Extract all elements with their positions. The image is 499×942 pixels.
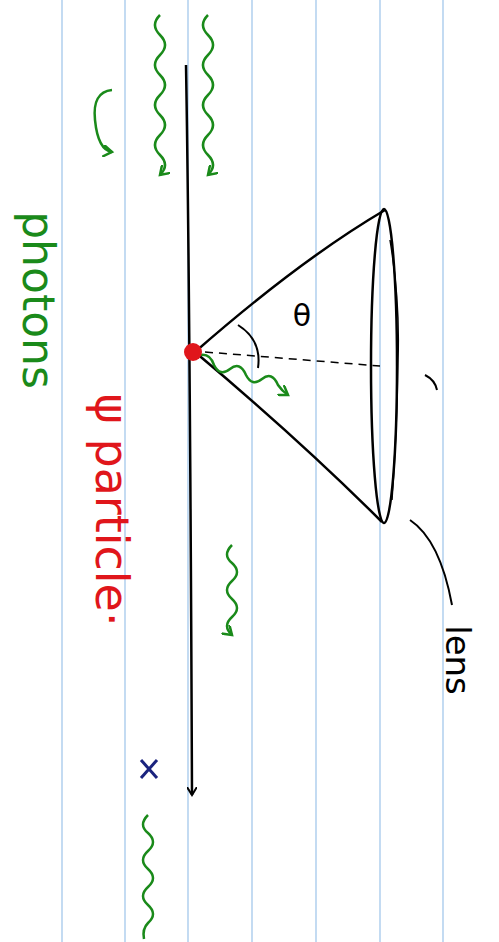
cone [195,209,398,523]
particle-track [186,65,192,795]
lens-leader-tick [425,375,437,390]
angle-label: θ [293,301,311,331]
photons-label: photons [16,211,60,389]
notebook-lines [62,0,443,942]
lens-label: lens [441,625,475,695]
cone-axis [205,352,380,366]
cross-mark [141,760,157,778]
particle-dot [184,343,202,361]
lens-leader [410,520,452,605]
angle-arc [238,325,259,368]
particle-label: ψ particle· [89,393,135,626]
